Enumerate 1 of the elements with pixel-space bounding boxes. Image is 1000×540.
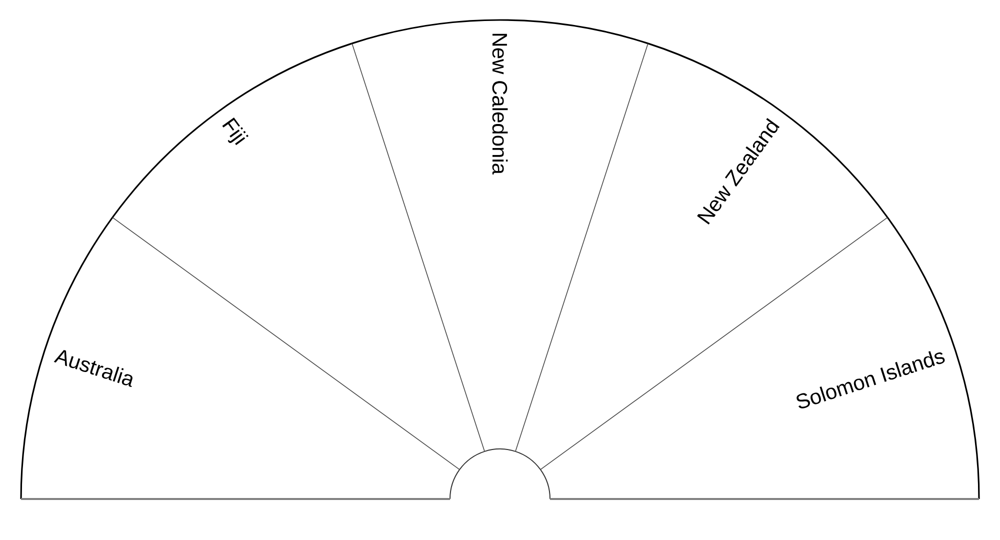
sector: New Caledonia (352, 19, 648, 452)
